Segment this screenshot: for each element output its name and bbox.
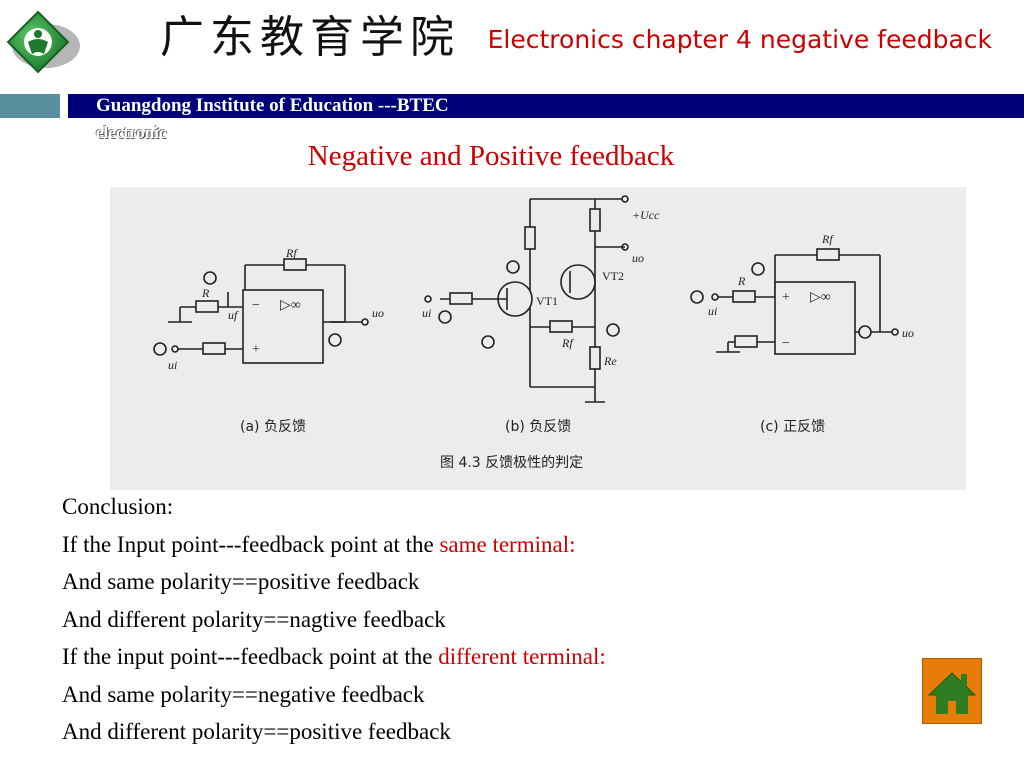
label-r-c: R — [737, 274, 746, 288]
conclusion-line-5: And same polarity==negative feedback — [62, 681, 425, 707]
label-rf-a: Rf — [285, 246, 298, 260]
slide-title: Negative and Positive feedback — [307, 140, 675, 172]
course-title: Electronics chapter 4 negative feedback — [487, 25, 992, 54]
sub-caption-c: (c) 正反馈 — [760, 419, 825, 435]
banner-subtitle: electronic — [96, 123, 167, 142]
label-uo-a: uo — [372, 306, 384, 320]
label-ui-a: ui — [168, 358, 177, 372]
opamp-a-minus: − — [252, 298, 260, 313]
opamp-a-plus: + — [252, 342, 260, 357]
banner-accent — [0, 94, 60, 118]
label-uo-b: uo — [632, 251, 644, 265]
label-rf-b: Rf — [561, 336, 574, 350]
label-uf: uf — [228, 308, 239, 322]
banner-bar — [68, 94, 1024, 118]
home-icon — [927, 672, 977, 714]
different-terminal-highlight: different terminal: — [438, 644, 606, 669]
circuit-figure: Rf R uf ui uo +Ucc uo VT2 VT1 ui Rf Re R… — [110, 187, 966, 490]
conclusion-line-1: If the Input point---feedback point at t… — [62, 531, 576, 557]
label-re: Re — [603, 354, 617, 368]
label-ucc: +Ucc — [632, 208, 660, 222]
label-r-a: R — [201, 286, 210, 300]
conclusion-line-6: And different polarity==positive feedbac… — [62, 719, 451, 744]
opamp-a-symbol: ▷∞ — [280, 298, 301, 313]
sub-caption-b: (b) 负反馈 — [505, 419, 571, 435]
label-vt1: VT1 — [536, 294, 558, 308]
banner-institute-text: Guangdong Institute of Education ---BTEC — [96, 95, 449, 116]
conclusion-line-4: If the input point---feedback point at t… — [62, 644, 606, 669]
conclusion-block: Conclusion: If the Input point---feedbac… — [62, 488, 862, 751]
label-rf-c: Rf — [821, 232, 834, 246]
home-button[interactable] — [922, 658, 982, 724]
opamp-c-symbol: ▷∞ — [810, 290, 831, 305]
label-vt2: VT2 — [602, 269, 624, 283]
opamp-c-plus: + — [782, 290, 790, 305]
sub-caption-a: (a) 负反馈 — [240, 419, 306, 435]
opamp-c-minus: − — [782, 336, 790, 351]
conclusion-line-2: And same polarity==positive feedback — [62, 569, 420, 594]
label-uo-c: uo — [902, 326, 914, 340]
label-ui-b: ui — [422, 306, 431, 320]
same-terminal-highlight: same terminal: — [439, 531, 576, 557]
conclusion-heading: Conclusion: — [62, 494, 174, 519]
school-emblem-icon — [2, 6, 82, 76]
label-ui-c: ui — [708, 304, 717, 318]
figure-caption: 图 4.3 反馈极性的判定 — [440, 455, 583, 471]
institute-chinese-title: 广东教育学院 — [160, 12, 460, 63]
conclusion-line-3: And different polarity==nagtive feedback — [62, 606, 446, 632]
